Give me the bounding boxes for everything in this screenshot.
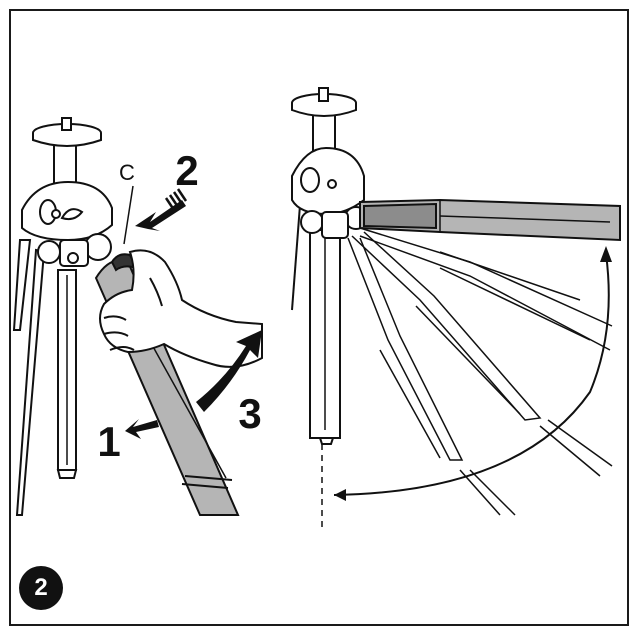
left-back-legs xyxy=(14,240,44,515)
rotation-arc-arrow xyxy=(334,254,609,495)
right-hinge-knobs xyxy=(301,207,367,238)
part-c-label: C xyxy=(119,160,135,185)
right-center-column xyxy=(310,230,340,444)
left-panel xyxy=(14,118,262,515)
left-tripod-head xyxy=(22,118,112,240)
right-tripod-head xyxy=(292,88,364,214)
left-center-column xyxy=(58,270,76,478)
right-extended-leg xyxy=(360,200,620,240)
step-2-label: 2 xyxy=(175,147,198,194)
step-number-badge: 2 xyxy=(19,566,63,610)
step-3-label: 3 xyxy=(238,390,261,437)
right-panel xyxy=(292,88,620,528)
step-1-label: 1 xyxy=(97,418,120,465)
part-c-leader xyxy=(124,186,133,244)
step-1-arrow xyxy=(125,419,159,439)
step-2-arrow xyxy=(135,200,186,231)
